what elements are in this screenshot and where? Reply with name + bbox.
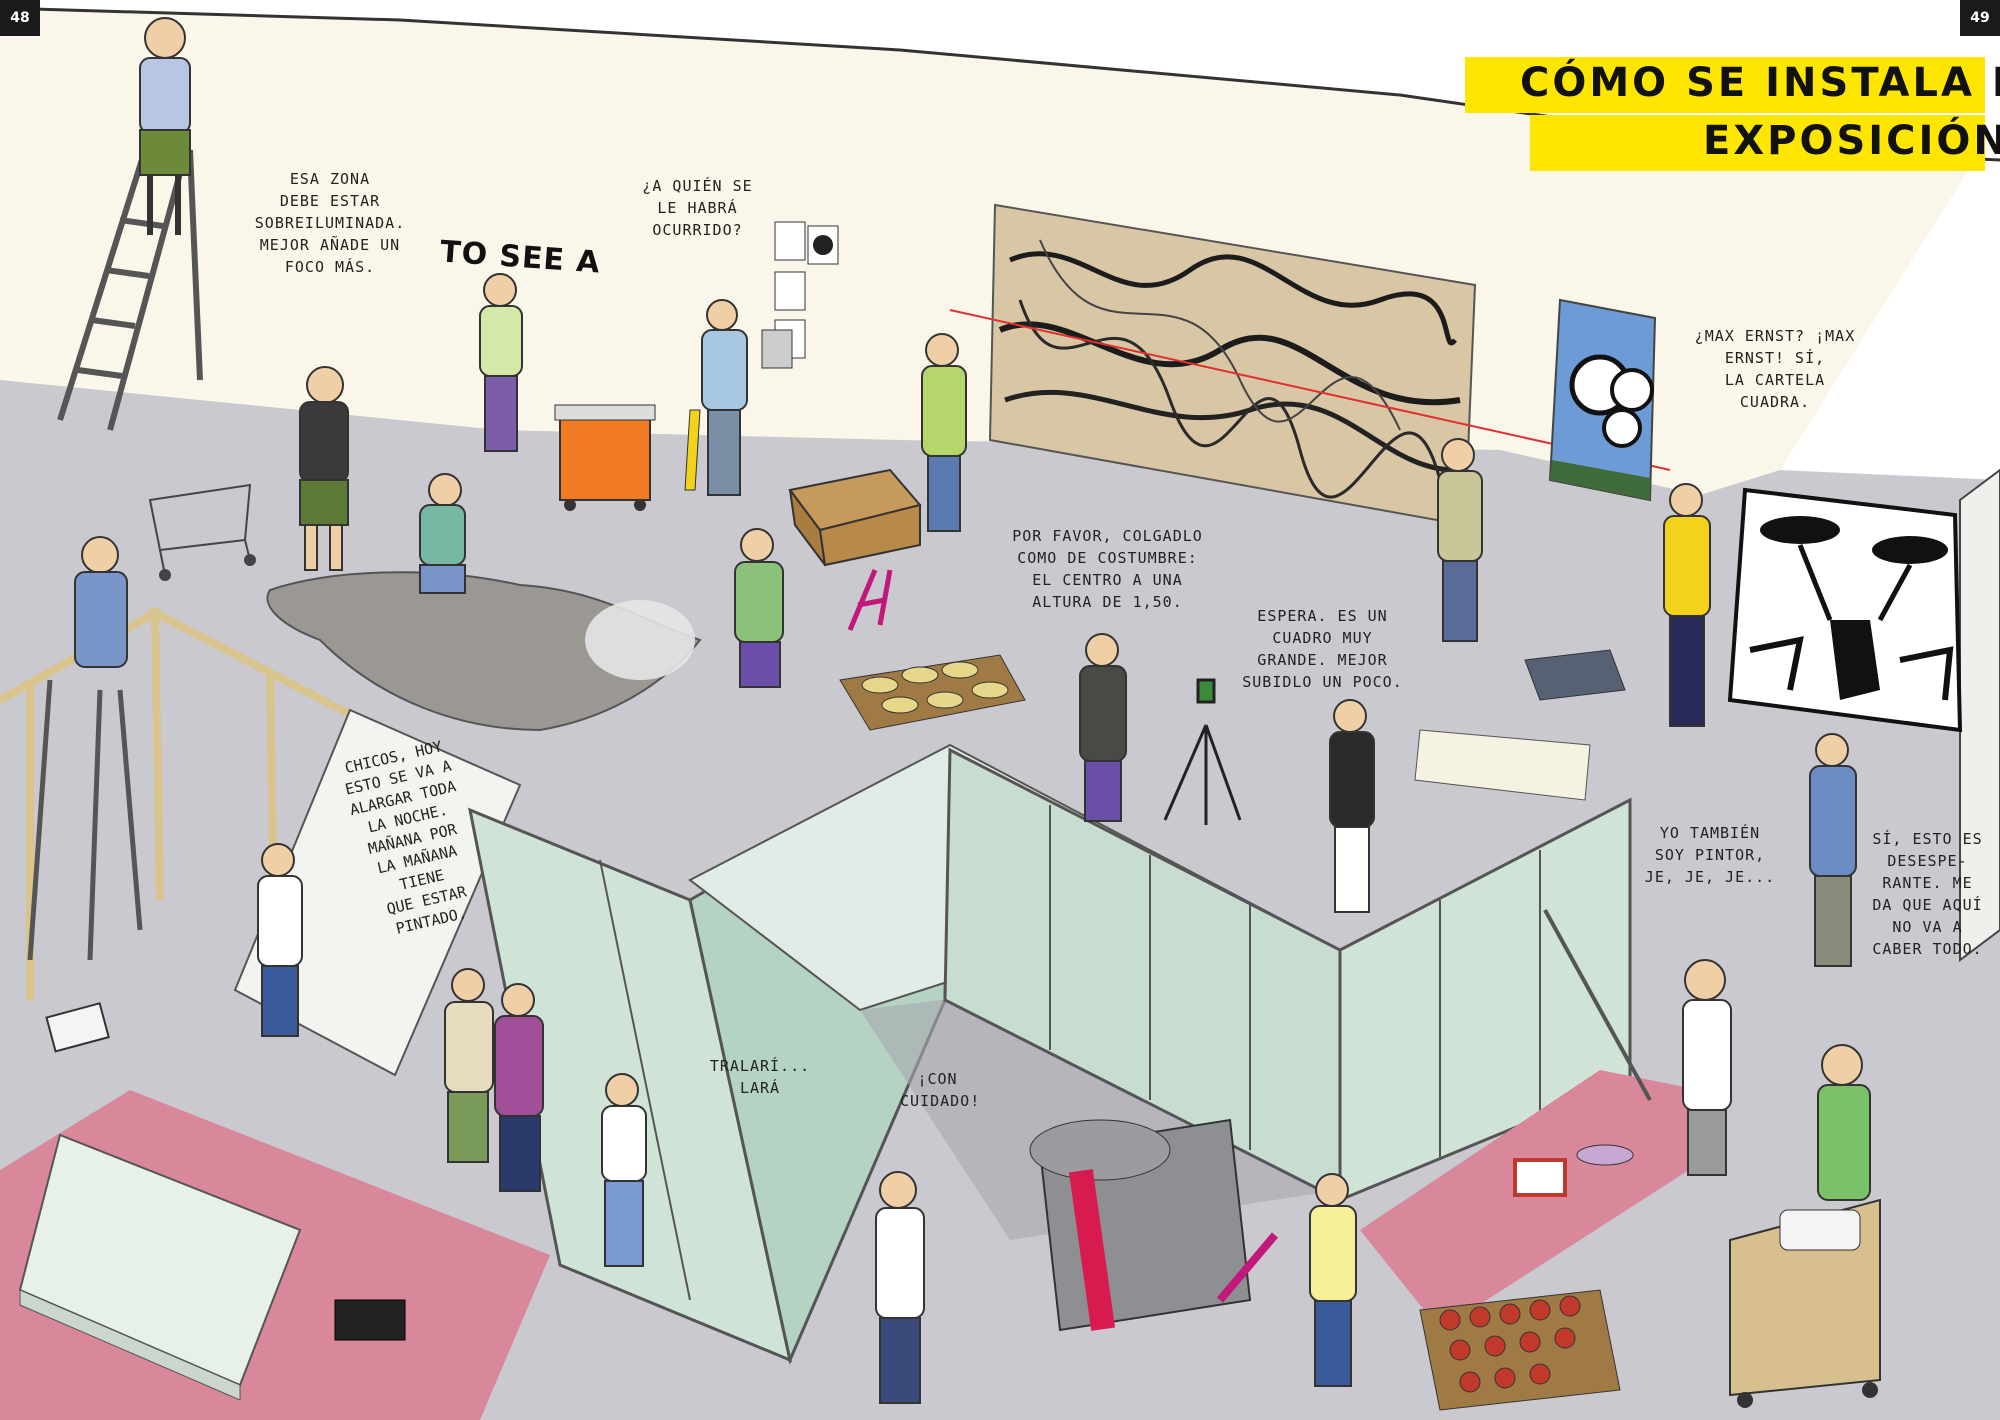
bucket-pallet	[839, 654, 1026, 731]
page-number-right: 49	[1960, 0, 2000, 36]
speech-hang-height: POR FAVOR, COLGADLO COMO DE COSTUMBRE: E…	[1012, 527, 1203, 611]
haring-painting	[1727, 487, 1963, 733]
orange-trolley	[554, 404, 656, 511]
dust-cloud	[585, 600, 695, 680]
pallet-jack-handle	[1216, 1232, 1279, 1303]
ceiling	[0, 0, 2000, 160]
side-wall	[1959, 468, 2000, 962]
ladder	[57, 149, 203, 431]
speech-max-ernst: ¿MAX ERNST? ¡MAX ERNST! SÍ, LA CARTELA C…	[1694, 327, 1856, 411]
speech-tralari: TRALARÍ... LARÁ	[709, 1057, 811, 1097]
ernst-painting	[1548, 298, 1657, 502]
floor-plans	[1414, 729, 1591, 801]
speech-painter: YO TAMBIÉN SOY PINTOR, JE, JE, JE...	[1644, 824, 1776, 886]
paint-roller	[1543, 909, 1652, 1101]
keyboard	[1524, 649, 1626, 701]
page-number-left: 48	[0, 0, 40, 36]
pink-step-stool	[847, 569, 893, 631]
pink-carpet-right	[1360, 1070, 1720, 1330]
laser-level-line	[949, 309, 1671, 471]
speech-lighting: ESA ZONA DEBE ESTAR SOBREILUMINADA. MEJO…	[254, 170, 406, 276]
worker-on-ladder	[139, 17, 191, 235]
paint-tray	[1513, 1158, 1567, 1197]
toolbox	[334, 1299, 406, 1341]
shopping-cart	[148, 483, 256, 581]
radio	[45, 1002, 110, 1053]
speech-careful: ¡CON CUIDADO!	[900, 1070, 981, 1110]
small-ladder	[27, 679, 143, 961]
title-band-bottom	[1530, 115, 1985, 171]
speech-desperate: SÍ, ESTO ES DESESPE- RANTE. ME DA QUE AQ…	[1872, 830, 1983, 958]
speech-big-painting: ESPERA. ES UN CUADRO MUY GRANDE. MEJOR S…	[1242, 607, 1403, 691]
pollock-painting	[988, 203, 1477, 527]
people	[74, 273, 1871, 1404]
small-photos	[761, 221, 839, 369]
plaster-board-stack	[18, 1133, 302, 1401]
cans-pallet	[1419, 1289, 1621, 1411]
page-title-line1: CÓMO SE INSTALA LA	[1520, 60, 2000, 106]
projector-cabinet	[1729, 1198, 1881, 1408]
paint-bucket	[1576, 1144, 1634, 1166]
title-band-top	[1465, 57, 1985, 113]
wrapped-sculpture	[1029, 1118, 1252, 1332]
laser-tripod	[1163, 678, 1242, 825]
speech-whose-idea: ¿A QUIÉN SE LE HABRÁ OCURRIDO?	[642, 177, 753, 239]
spirit-level	[684, 409, 701, 491]
page-title-line2: EXPOSICIÓN	[1703, 118, 2000, 164]
wooden-crate	[788, 468, 922, 567]
